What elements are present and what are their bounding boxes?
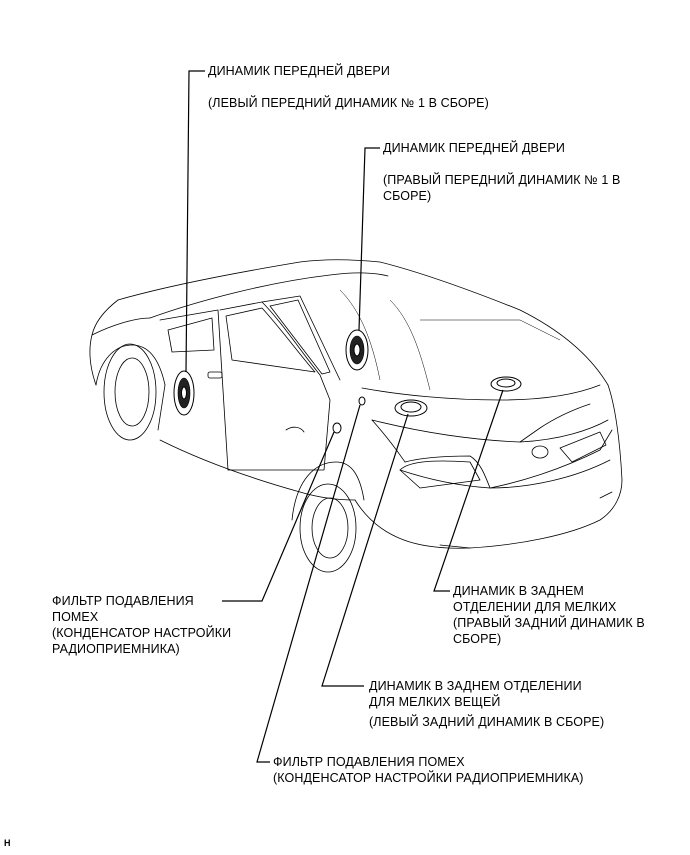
rear-left-label: ДИНАМИК В ЗАДНЕМ ОТДЕЛЕНИИ ДЛЯ МЕЛКИХ ВЕ… (369, 678, 604, 730)
front-door-right-label: ДИНАМИК ПЕРЕДНЕЙ ДВЕРИ (ПРАВЫЙ ПЕРЕДНИЙ … (383, 140, 620, 204)
leader-front-left (185, 70, 205, 373)
rear-right-speaker (490, 376, 522, 392)
figure-code: H (4, 838, 11, 848)
noise-filter-left-label: ФИЛЬТР ПОДАВЛЕНИЯ ПОМЕХ (КОНДЕНСАТОР НАС… (52, 593, 231, 657)
noise-filter-bottom-line2: (КОНДЕНСАТОР НАСТРОЙКИ РАДИОПРИЕМНИКА) (273, 771, 584, 785)
front-right-speaker (345, 329, 369, 371)
front-door-left-detail: (ЛЕВЫЙ ПЕРЕДНИЙ ДИНАМИК № 1 В СБОРЕ) (208, 96, 489, 110)
rear-right-line2: ОТДЕЛЕНИИ ДЛЯ МЕЛКИХ (453, 600, 617, 614)
rear-left-line1: ДИНАМИК В ЗАДНЕМ ОТДЕЛЕНИИ (369, 679, 582, 693)
front-door-left-label: ДИНАМИК ПЕРЕДНЕЙ ДВЕРИ (ЛЕВЫЙ ПЕРЕДНИЙ Д… (208, 63, 489, 111)
rear-right-line1: ДИНАМИК В ЗАДНЕМ (453, 584, 584, 598)
leader-noise-filter-left (222, 431, 335, 602)
leader-rear-right (433, 389, 504, 592)
rear-left-speaker (394, 399, 428, 417)
rear-right-line3: (ПРАВЫЙ ЗАДНИЙ ДИНАМИК В (453, 616, 645, 630)
noise-filter-bottom-label: ФИЛЬТР ПОДАВЛЕНИЯ ПОМЕХ (КОНДЕНСАТОР НАС… (273, 754, 584, 786)
noise-filter-right (358, 396, 366, 406)
rear-left-line2: ДЛЯ МЕЛКИХ ВЕЩЕЙ (369, 695, 501, 709)
noise-filter-left-line3: (КОНДЕНСАТОР НАСТРОЙКИ (52, 626, 232, 640)
leader-rear-left (321, 413, 409, 687)
leader-noise-filter-bottom (256, 404, 361, 763)
rear-left-line3: (ЛЕВЫЙ ЗАДНИЙ ДИНАМИК В СБОРЕ) (369, 715, 605, 729)
noise-filter-left-line4: РАДИОПРИЕМНИКА) (52, 642, 180, 656)
front-door-right-detail-1: (ПРАВЫЙ ПЕРЕДНИЙ ДИНАМИК № 1 В (383, 173, 621, 187)
noise-filter-left-line1: ФИЛЬТР ПОДАВЛЕНИЯ (52, 594, 194, 608)
front-left-speaker (173, 370, 195, 416)
leader-lines (185, 70, 504, 763)
front-door-left-title: ДИНАМИК ПЕРЕДНЕЙ ДВЕРИ (208, 64, 390, 78)
front-door-right-title: ДИНАМИК ПЕРЕДНЕЙ ДВЕРИ (383, 141, 565, 155)
noise-filter-bottom-line1: ФИЛЬТР ПОДАВЛЕНИЯ ПОМЕХ (273, 755, 465, 769)
leader-front-right (358, 147, 380, 331)
noise-filter-left (332, 422, 342, 434)
front-door-right-detail-2: СБОРЕ) (383, 189, 432, 203)
noise-filter-left-line2: ПОМЕХ (52, 610, 99, 624)
rear-right-line4: СБОРЕ) (453, 632, 502, 646)
rear-right-label: ДИНАМИК В ЗАДНЕМ ОТДЕЛЕНИИ ДЛЯ МЕЛКИХ (П… (453, 583, 645, 647)
car-outline (89, 259, 623, 573)
